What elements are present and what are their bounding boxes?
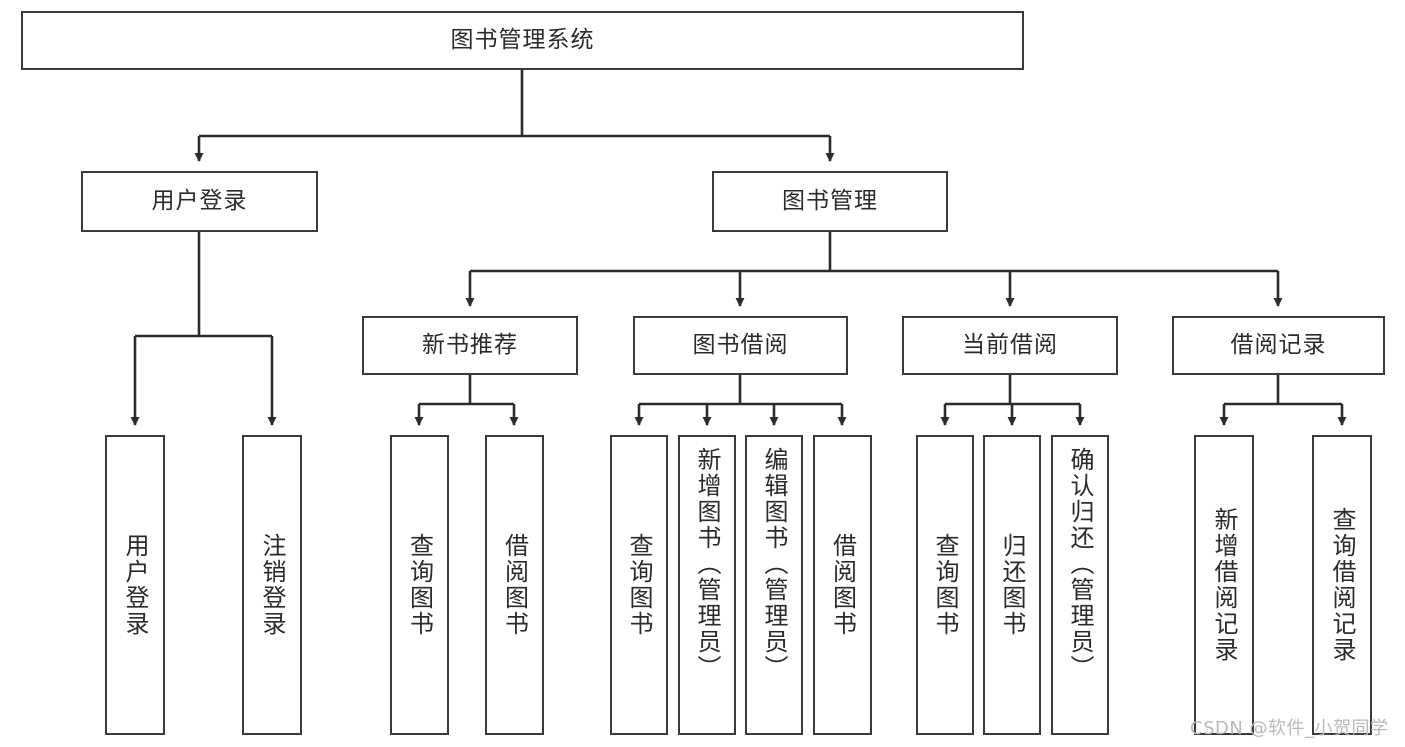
node-book-management-label: 图书管理 (782, 187, 878, 214)
leaf-borrow-record-add[interactable]: 新增借阅记录 (1194, 435, 1254, 735)
leaf-book-borrow-edit-label: 编辑图书（管理员） (760, 447, 788, 681)
node-borrow-record-label: 借阅记录 (1230, 331, 1327, 358)
leaf-book-borrow-query[interactable]: 查询图书 (610, 435, 668, 735)
node-current-borrow-label: 当前借阅 (962, 331, 1058, 358)
node-book-borrow[interactable]: 图书借阅 (633, 316, 848, 375)
leaf-new-book-borrow-label: 借阅图书 (500, 533, 529, 637)
leaf-book-borrow-query-label: 查询图书 (625, 533, 653, 637)
leaf-borrow-record-query-label: 查询借阅记录 (1328, 507, 1356, 663)
node-current-borrow[interactable]: 当前借阅 (902, 316, 1118, 375)
leaf-user-login-signin[interactable]: 用户登录 (105, 435, 165, 735)
leaf-new-book-query[interactable]: 查询图书 (390, 435, 449, 735)
node-new-book-recommend[interactable]: 新书推荐 (362, 316, 578, 375)
leaf-current-borrow-return-label: 归还图书 (998, 533, 1026, 637)
leaf-current-borrow-query-label: 查询图书 (931, 533, 959, 637)
leaf-new-book-borrow[interactable]: 借阅图书 (485, 435, 544, 735)
node-book-borrow-label: 图书借阅 (692, 331, 789, 358)
leaf-book-borrow-add[interactable]: 新增图书（管理员） (678, 435, 736, 735)
leaf-user-login-signout[interactable]: 注销登录 (242, 435, 302, 735)
leaf-book-borrow-borrow[interactable]: 借阅图书 (813, 435, 872, 735)
leaf-user-login-signin-label: 用户登录 (121, 533, 149, 637)
leaf-book-borrow-edit[interactable]: 编辑图书（管理员） (745, 435, 803, 735)
node-user-login-label: 用户登录 (151, 187, 248, 214)
leaf-current-borrow-query[interactable]: 查询图书 (916, 435, 974, 735)
leaf-current-borrow-confirm[interactable]: 确认归还（管理员） (1051, 435, 1109, 735)
leaf-current-borrow-confirm-label: 确认归还（管理员） (1066, 447, 1094, 681)
leaf-user-login-signout-label: 注销登录 (258, 533, 286, 637)
leaf-borrow-record-query[interactable]: 查询借阅记录 (1312, 435, 1372, 735)
node-borrow-record[interactable]: 借阅记录 (1172, 316, 1385, 375)
leaf-book-borrow-add-label: 新增图书（管理员） (693, 447, 721, 681)
csdn-watermark: CSDN @软件_小贺同学 (1190, 718, 1389, 739)
node-user-login[interactable]: 用户登录 (81, 171, 318, 232)
leaf-new-book-query-label: 查询图书 (405, 533, 434, 637)
node-root-system-label: 图书管理系统 (450, 26, 595, 53)
leaf-book-borrow-borrow-label: 借阅图书 (828, 533, 857, 637)
node-root-system[interactable]: 图书管理系统 (21, 11, 1024, 70)
node-new-book-recommend-label: 新书推荐 (422, 331, 518, 358)
leaf-current-borrow-return[interactable]: 归还图书 (983, 435, 1041, 735)
node-book-management[interactable]: 图书管理 (712, 171, 948, 232)
leaf-borrow-record-add-label: 新增借阅记录 (1210, 507, 1238, 663)
